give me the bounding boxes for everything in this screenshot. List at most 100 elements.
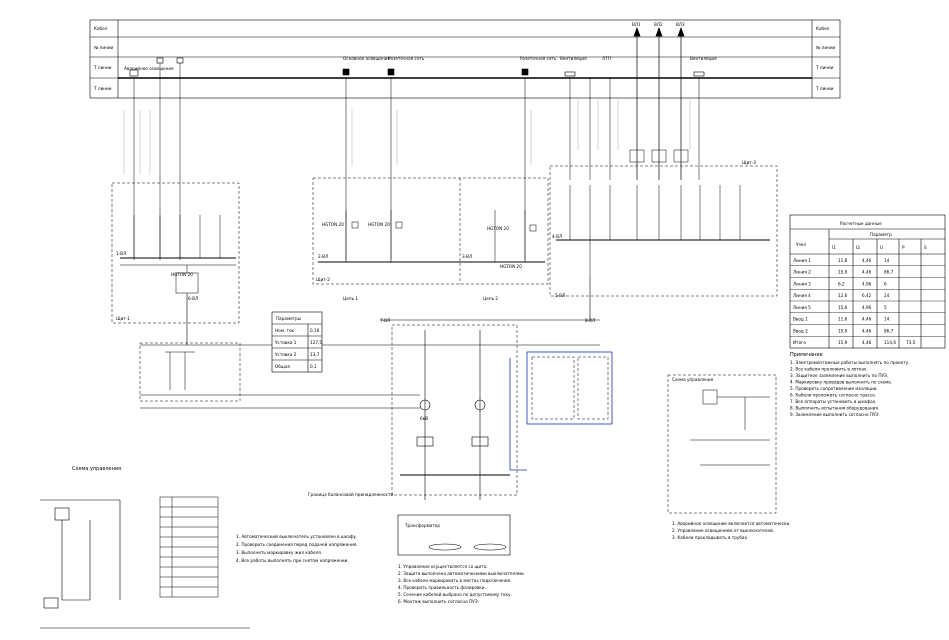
- right-table-cell: 14: [884, 258, 890, 263]
- right-table-row-label: Линия 3: [793, 281, 811, 286]
- cabinet-left-lower: [139, 342, 241, 402]
- bottom-left-ladder: [159, 496, 219, 598]
- right-table-cell: 11,6: [838, 317, 848, 322]
- legend-small-title: Параметры: [276, 316, 301, 321]
- right-control-scheme: [667, 374, 777, 514]
- svg-text:HGTON 20: HGTON 20: [487, 226, 509, 231]
- svg-text:HGTON 20: HGTON 20: [322, 222, 344, 227]
- feeder-label-2: ВЛ2: [654, 22, 663, 27]
- bus-row-label-r2: № линии: [816, 45, 836, 50]
- right-table-cell: 14: [884, 317, 890, 322]
- node-label: 4-ВЛ: [552, 234, 562, 239]
- right-table-row-label: Линия 1: [793, 258, 811, 263]
- control-panel-blue: [509, 351, 613, 471]
- center-note-line: 5. Сечение кабелей выбрано по допустимом…: [398, 592, 512, 597]
- right-table-cell: 15,6: [838, 305, 848, 310]
- right-table-cell: 4,46: [862, 317, 872, 322]
- right-table-cell: 11,8: [838, 258, 848, 263]
- right-table-cell: 4,96: [862, 305, 872, 310]
- bus-row-label-r1: Кабел: [816, 26, 830, 31]
- legend-small-box: [271, 311, 323, 373]
- consumer-label-2: Основное освещение: [343, 56, 390, 61]
- center-box-label: 6кВ: [420, 416, 428, 421]
- right-table-subheader: U: [880, 245, 883, 250]
- right-table-cell: 86,7: [884, 270, 894, 275]
- right-table-row-label: Линия 5: [793, 305, 811, 310]
- right-table-row-lines: [790, 265, 945, 337]
- bottom-left-scheme: [40, 499, 250, 629]
- consumer-label-7: Вентиляция: [690, 56, 717, 61]
- bus-row-label-1: Кабел: [94, 26, 108, 31]
- right-table-subheader: P: [902, 245, 905, 250]
- bus-drops: [133, 63, 700, 260]
- transformer-label: Трансформатор: [404, 523, 440, 528]
- right-notes-title: Примечание: [790, 352, 823, 358]
- cabinet-left-lower-content: [165, 351, 195, 390]
- right-table-row-label: Итого: [793, 340, 806, 345]
- cabinet-center-content: [400, 330, 510, 500]
- right-table-cell: 6,42: [862, 293, 872, 298]
- interconnect-cables: [140, 278, 600, 409]
- bus-table: [89, 19, 841, 99]
- cabinet-left-breakers: [120, 215, 236, 294]
- legend-row-value-2: 127,5: [310, 340, 322, 345]
- right-note-line: 7. Все аппараты установить в шкафах.: [790, 399, 877, 404]
- right-note-line: 6. Кабели проложить согласно трассе.: [790, 393, 876, 398]
- cable-markings: [123, 100, 691, 175]
- balance-border-note: Граница балансовой принадлежности: [308, 492, 393, 497]
- right-note-line: 2. Все кабели проложить в лотках.: [790, 367, 868, 372]
- bottom-left-note-line: 4. Все работы выполнять при снятом напря…: [236, 558, 349, 563]
- right-table-subheader: S: [924, 245, 927, 250]
- right-table-cell: 15,9: [838, 340, 848, 345]
- consumer-label-3: Розеточная сеть: [388, 56, 425, 61]
- svg-text:HGTON 20: HGTON 20: [500, 264, 522, 269]
- node-label: 7-ВЛ: [380, 318, 390, 323]
- legend-row-label-3: Уставка 2: [275, 352, 297, 357]
- node-label: 5-ВЛ: [555, 293, 565, 298]
- transformer-box: [397, 514, 511, 556]
- right-table-row-label: Ввод 1: [793, 317, 808, 322]
- top-feeders: [633, 27, 685, 180]
- bus-row-label-r3: Т линии: [815, 65, 834, 70]
- legend-row-value-4: 0,1: [310, 364, 317, 369]
- right-notes: 1. Электромонтажные работы выполнять по …: [790, 360, 910, 417]
- cabinet-mid-text: HGTON 20 HGTON 20 HGTON 20 HGTON 20 HGTO…: [171, 222, 522, 277]
- right-table-cell: 15,9: [838, 328, 848, 333]
- right-table-cell: 114,6: [884, 340, 896, 345]
- node-label: 3-ВЛ: [462, 254, 472, 259]
- right-control-note-line: 1. Аварийное освещение включается автома…: [672, 521, 791, 526]
- right-control-note-line: 3. Кабели прокладывать в трубах.: [672, 535, 748, 540]
- right-table-row-label: Ввод 2: [793, 328, 808, 333]
- center-note-line: 2. Защита выполнена автоматическими выкл…: [398, 571, 525, 576]
- cabinet-right: [549, 165, 778, 297]
- right-table-cell: 6,2: [838, 281, 845, 286]
- legend-row-label-2: Уставка 1: [275, 340, 297, 345]
- node-label: 6-ВЛ: [188, 296, 198, 301]
- right-table-head-node: Узел: [796, 242, 806, 247]
- right-table-cell: 6: [884, 281, 887, 286]
- right-table-title: Расчетные данные: [840, 221, 882, 226]
- bottom-left-note-line: 2. Проверить соединения перед подачей на…: [236, 542, 358, 547]
- right-table-head-param: Параметр: [870, 232, 892, 237]
- feeder-label-1: ВЛ1: [632, 22, 641, 27]
- bus-row-label-4: Т линии: [93, 86, 112, 91]
- right-note-line: 5. Проверить сопротивление изоляции.: [790, 386, 878, 391]
- consumer-label-4: Розеточная сеть: [520, 56, 557, 61]
- center-note-line: 4. Проверить правильность фазировки.: [398, 585, 486, 590]
- center-note-line: 6. Монтаж выполнить согласно ПУЭ.: [398, 599, 479, 604]
- circuit-label-2: Цепь 2: [483, 296, 498, 301]
- right-table-subheader: I1: [832, 245, 836, 250]
- right-table-cell: 12,6: [838, 293, 848, 298]
- consumer-label-6: ЛТП: [602, 56, 611, 61]
- legend-row-value-1: 0,16: [310, 328, 320, 333]
- bus-row-label-r4: Т линии: [815, 86, 834, 91]
- cabinet-left-label: Щит-1: [116, 316, 130, 321]
- right-note-line: 1. Электромонтажные работы выполнять по …: [790, 360, 910, 365]
- legend-row-value-3: 13,7: [310, 352, 320, 357]
- feeder-label-3: ВЛ3: [676, 22, 685, 27]
- right-table-cell: 73,5: [906, 340, 916, 345]
- center-note-line: 3. Все кабели маркировать в местах подкл…: [398, 578, 511, 583]
- circuit-label-1: Цепь 1: [343, 296, 358, 301]
